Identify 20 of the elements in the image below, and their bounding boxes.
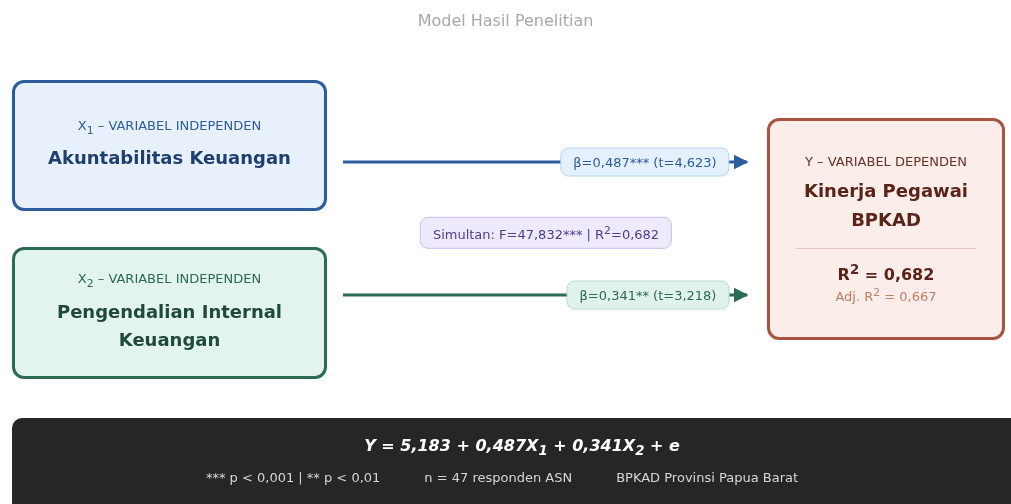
edge-label: β=0,341** (t=3,218) [566, 280, 730, 310]
variable-heading: X$_{2}$ – VARIABEL INDEPENDEN [77, 270, 262, 290]
footnote: n = 47 responden ASN [424, 470, 573, 486]
edge-label: β=0,487*** (t=4,623) [560, 147, 730, 177]
variable-name: Pengendalian Internal Keuangan [55, 299, 284, 353]
footnote: BPKAD Provinsi Papua Barat [616, 470, 799, 486]
variable-heading: X$_{1}$ – VARIABEL INDEPENDEN [77, 117, 262, 137]
variable-heading: Y – VARIABEL DEPENDEN [805, 153, 967, 169]
variable-box [12, 80, 327, 211]
adjusted-r-squared-text: Adj. R$^{2}$ = 0,667 [835, 285, 937, 305]
r-squared-text: R$^{2}$ = 0,682 [837, 261, 935, 284]
footnote: *** p < 0,001 | ** p < 0,01 [205, 470, 381, 486]
diagram-title: Model Hasil Penelitian [416, 11, 595, 30]
simultaneous-test-label: Simultan: F=47,832*** | R$^{2}$=0,682 [419, 216, 673, 250]
variable-name: Akuntabilitas Keuangan [48, 146, 291, 171]
regression-equation: Y = 5,183 + 0,487X$_{1}$ + 0,341X$_{2}$ + e [364, 436, 680, 459]
variable-name: Kinerja Pegawai BPKAD [803, 178, 969, 232]
variable-box [12, 247, 327, 379]
variable-box [767, 118, 1005, 340]
regression-panel [12, 418, 1011, 504]
